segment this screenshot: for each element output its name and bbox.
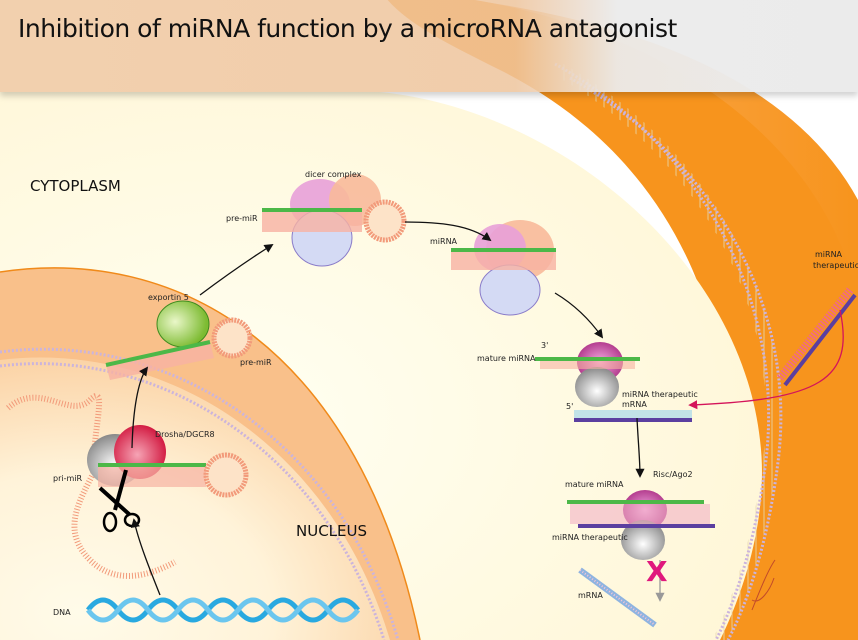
arrow-dicer [404, 221, 492, 242]
pri-mir-duplex [98, 465, 206, 487]
pre-mir-cytoplasm-duplex [262, 210, 362, 232]
label-pri-mir: pri-miR [53, 474, 83, 483]
mature-mirna-strand [535, 357, 640, 361]
label-5-prime: 5' [566, 402, 574, 411]
arrow-risc [635, 417, 645, 478]
bound-therapeutic [578, 524, 715, 528]
arrow-export [199, 244, 274, 296]
bound-mature-mirna [567, 500, 704, 504]
label-therapeutic-mrna-2: mRNA [622, 400, 647, 409]
label-mature-mirna: mature miRNA [477, 354, 536, 363]
label-risc: Risc/Ago2 [653, 470, 693, 479]
title-bar [0, 0, 858, 92]
risc-grey [575, 367, 619, 407]
label-therapeutic-bound: miRNA therapeutic [552, 533, 628, 542]
nucleus-interior [0, 357, 390, 640]
exportin-5 [156, 300, 210, 348]
label-therapeutic-outside-2: therapeutic [813, 261, 858, 270]
pri-mir-strand [6, 393, 177, 579]
arrow-mature [554, 292, 604, 339]
pre-mir-nucleus-duplex [106, 342, 214, 380]
label-exportin: exportin 5 [148, 293, 189, 302]
artist-signature [751, 559, 776, 611]
label-mrna: mRNA [578, 591, 603, 600]
label-pre-mir-cytoplasm: pre-miR [226, 214, 258, 223]
label-drosha: Drosha/DGCR8 [155, 430, 215, 439]
region-label-nucleus: NUCLEUS [296, 522, 368, 540]
arrow-therapeutic-entry [688, 309, 844, 410]
label-3-prime: 3' [541, 341, 549, 350]
arrow-dna-to-primir [130, 518, 161, 596]
mirna-duplex [451, 250, 556, 270]
label-dna: DNA [53, 608, 71, 617]
label-therapeutic-mrna-1: miRNA therapeutic [622, 390, 698, 399]
label-mature-mirna-bound: mature miRNA [565, 480, 624, 489]
region-label-cytoplasm: CYTOPLASM [30, 177, 121, 195]
label-pre-mir-nucleus: pre-miR [240, 358, 272, 367]
label-dicer-complex: dicer complex [305, 170, 362, 179]
mrna-strand [574, 418, 692, 422]
label-mirna: miRNA [430, 237, 458, 246]
page-title: Inhibition of miRNA function by a microR… [18, 14, 677, 43]
dna-helix [86, 597, 360, 623]
blocked-x-icon: X [646, 555, 668, 588]
label-therapeutic-outside-1: miRNA [815, 250, 843, 259]
therapeutic-strand [783, 293, 857, 387]
arrow-drosha-to-exportin [131, 366, 149, 449]
